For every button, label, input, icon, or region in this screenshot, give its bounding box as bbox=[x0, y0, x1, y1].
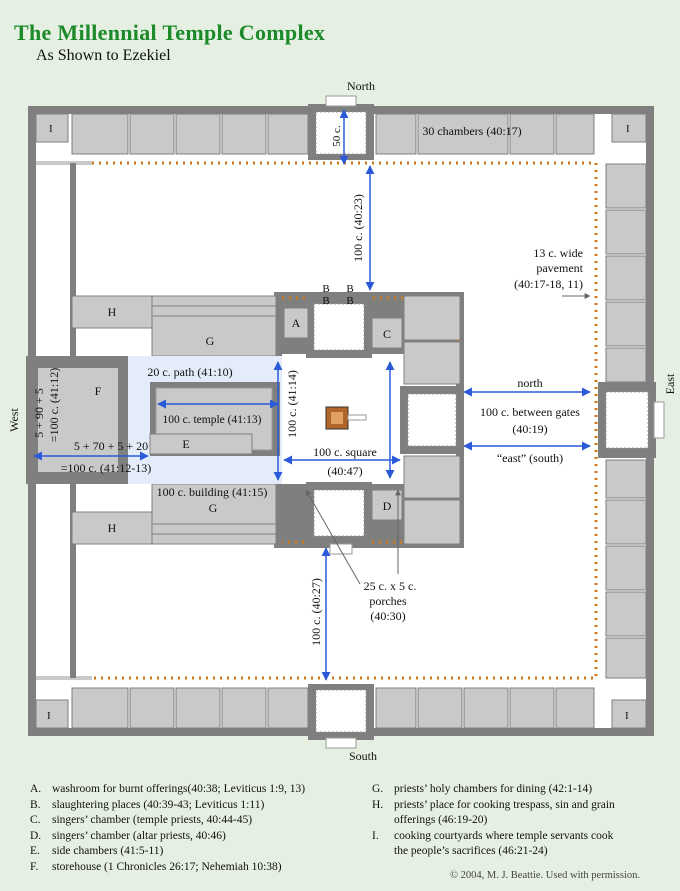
direction-east: East bbox=[663, 373, 677, 394]
c-label: C bbox=[383, 327, 391, 341]
b-label-2: B bbox=[346, 283, 353, 295]
legend-item: the people’s sacrifices (46:21-24) bbox=[394, 845, 548, 857]
legend-item: H.priests’ place for cooking trespass, s… bbox=[372, 798, 615, 811]
credit-line: © 2004, M. J. Beattie. Used with permiss… bbox=[450, 870, 640, 881]
south-chambers bbox=[71, 687, 595, 729]
legend-item: F.storehouse (1 Chronicles 26:17; Nehemi… bbox=[30, 860, 282, 873]
east-chambers bbox=[605, 163, 647, 679]
direction-north: North bbox=[347, 79, 375, 93]
label-between-gates: 100 c. between gates bbox=[480, 405, 580, 419]
singers-chamber-c bbox=[371, 317, 403, 349]
label-inner-square-ref: (40:47) bbox=[327, 464, 362, 478]
label-gate-depth: 50 c. bbox=[331, 125, 343, 147]
b-label-3: B bbox=[322, 295, 329, 307]
kitchen-h-south bbox=[71, 511, 153, 545]
inner-north-gate bbox=[306, 296, 372, 358]
label-temple: 100 c. temple (41:13) bbox=[162, 414, 261, 426]
legend-item: I.cooking courtyards where temple servan… bbox=[372, 829, 614, 842]
west-wall-north bbox=[70, 163, 76, 356]
page-subtitle: As Shown to Ezekiel bbox=[36, 47, 171, 64]
legend-item: A.washroom for burnt offerings(40:38; Le… bbox=[30, 783, 306, 795]
legend-item: E.side chambers (41:5-11) bbox=[30, 845, 164, 857]
g-label-north: G bbox=[206, 334, 215, 348]
label-pavement-2: pavement bbox=[536, 261, 583, 275]
label-porches-3: (40:30) bbox=[370, 609, 405, 623]
temple-building bbox=[149, 382, 280, 456]
b-label-1: B bbox=[322, 283, 329, 295]
direction-west: West bbox=[7, 407, 21, 431]
corner-kitchens bbox=[35, 113, 647, 729]
north-chambers bbox=[71, 113, 595, 155]
a-label: A bbox=[292, 316, 301, 330]
d-label: D bbox=[383, 499, 392, 513]
inner-south-gate bbox=[306, 482, 372, 555]
label-pavement-1: 13 c. wide bbox=[533, 246, 583, 260]
outer-east-gate bbox=[598, 382, 665, 458]
legend-item: C.singers’ chamber (temple priests, 40:4… bbox=[30, 814, 253, 826]
legend-left-column: A.washroom for burnt offerings(40:38; Le… bbox=[30, 782, 305, 875]
legend-item: B.slaughtering places (40:39-43; Levitic… bbox=[30, 798, 265, 811]
corner-label-nw: I bbox=[49, 123, 53, 135]
label-west-dims-b: =100 c. (41:12) bbox=[47, 368, 61, 442]
b-label-4: B bbox=[346, 295, 353, 307]
washroom-a bbox=[283, 307, 309, 339]
label-inner-square: 100 c. square bbox=[313, 445, 377, 459]
label-between-gates-ref: (40:19) bbox=[512, 422, 547, 436]
inner-east-gate bbox=[400, 386, 462, 454]
inner-east-chambers bbox=[403, 295, 461, 545]
corner-label-ne: I bbox=[626, 123, 630, 135]
pointer-arrows bbox=[305, 293, 591, 585]
label-inner-vertical: 100 c. (41:14) bbox=[285, 370, 299, 438]
legend-item: D.singers’ chamber (altar priests, 40:46… bbox=[30, 829, 226, 842]
label-west-dims-d: =100 c. (41:12-13) bbox=[61, 461, 151, 475]
temple-plan: I I I I H H G bbox=[7, 79, 677, 763]
label-west-dims-c: 5 + 70 + 5 + 20 bbox=[74, 439, 148, 453]
legend-item: G.priests’ holy chambers for dining (42:… bbox=[372, 783, 593, 795]
dimension-arrows bbox=[33, 109, 591, 681]
label-gates-north: north bbox=[517, 376, 542, 390]
label-path: 20 c. path (41:10) bbox=[147, 365, 232, 379]
label-pavement-3: (40:17-18, 11) bbox=[514, 277, 583, 291]
f-label: F bbox=[95, 384, 102, 398]
h-label-north: H bbox=[108, 305, 117, 319]
corner-label-se: I bbox=[625, 710, 629, 722]
legend-item: offerings (46:19-20) bbox=[394, 814, 488, 826]
label-30-chambers: 30 chambers (40:17) bbox=[422, 124, 521, 138]
label-north-distance: 100 c. (40:23) bbox=[351, 194, 365, 262]
label-porches-2: porches bbox=[369, 594, 407, 608]
west-wall-south bbox=[70, 484, 76, 678]
corner-label-sw: I bbox=[47, 710, 51, 722]
label-building: 100 c. building (41:15) bbox=[157, 485, 268, 499]
label-gates-east: “east” (south) bbox=[497, 451, 563, 465]
kitchen-h-north bbox=[71, 295, 153, 329]
g-label-south: G bbox=[209, 501, 218, 515]
page-title: The Millennial Temple Complex bbox=[14, 20, 326, 45]
outer-south-gate bbox=[308, 684, 374, 749]
label-porches-1: 25 c. x 5 c. bbox=[364, 579, 417, 593]
legend-right-column: G.priests’ holy chambers for dining (42:… bbox=[372, 782, 615, 860]
direction-south: South bbox=[349, 749, 377, 763]
h-label-south: H bbox=[108, 521, 117, 535]
label-south-distance: 100 c. (40:27) bbox=[309, 578, 323, 646]
label-west-dims-a: 5 + 90 + 5 bbox=[32, 388, 46, 438]
e-label: E bbox=[182, 437, 189, 451]
